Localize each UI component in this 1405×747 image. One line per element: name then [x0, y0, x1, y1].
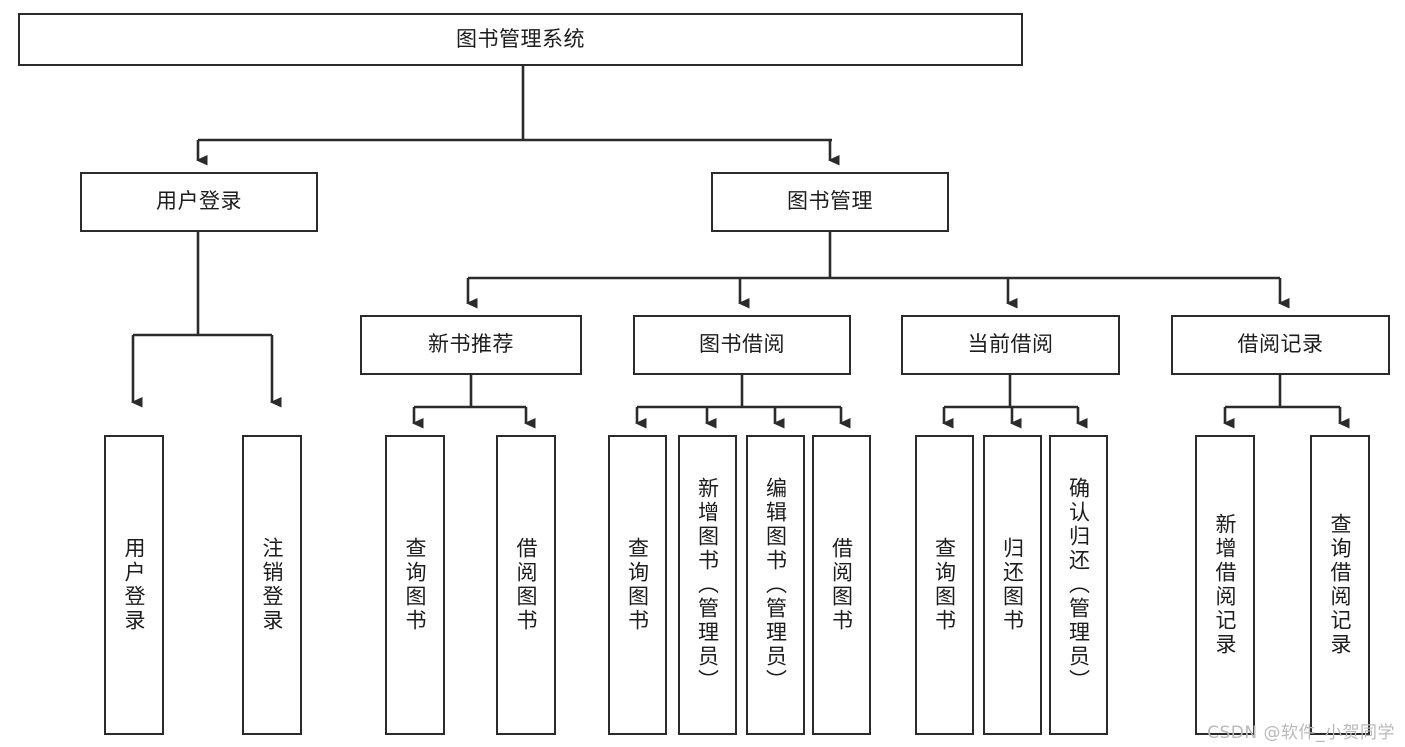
leaf-label: 查询图书 — [625, 537, 650, 633]
leaf-record-query[interactable]: 查询借阅记录 — [1310, 435, 1370, 735]
leaf-borrow-edit-book-admin[interactable]: 编辑图书（管理员） — [746, 435, 805, 735]
node-root-label: 图书管理系统 — [456, 26, 585, 51]
leaf-label: 查询图书 — [403, 537, 427, 633]
node-user-login-label: 用户登录 — [156, 189, 242, 214]
node-borrow-record[interactable]: 借阅记录 — [1171, 315, 1390, 375]
leaf-label: 查询借阅记录 — [1328, 513, 1352, 657]
leaf-record-add[interactable]: 新增借阅记录 — [1195, 435, 1255, 735]
leaf-label: 查询图书 — [932, 537, 957, 633]
leaf-borrow-query-book[interactable]: 查询图书 — [608, 435, 667, 735]
leaf-borrow-borrow-book[interactable]: 借阅图书 — [812, 435, 871, 735]
leaf-new-book-borrow[interactable]: 借阅图书 — [496, 435, 556, 735]
leaf-label: 归还图书 — [1000, 537, 1025, 633]
node-current-borrow-label: 当前借阅 — [967, 332, 1054, 357]
node-borrow-record-label: 借阅记录 — [1237, 332, 1324, 357]
leaf-borrow-add-book-admin[interactable]: 新增图书（管理员） — [678, 435, 737, 735]
leaf-current-confirm-return-admin[interactable]: 确认归还（管理员） — [1049, 435, 1108, 735]
node-current-borrow[interactable]: 当前借阅 — [901, 315, 1120, 375]
csdn-watermark: CSDN @软件_小贺同学 — [1207, 723, 1395, 743]
node-book-management-label: 图书管理 — [787, 189, 873, 214]
leaf-label: 注销登录 — [260, 537, 284, 633]
leaf-label: 确认归还（管理员） — [1066, 477, 1091, 693]
node-new-book-recommend-label: 新书推荐 — [428, 332, 514, 357]
leaf-current-return-book[interactable]: 归还图书 — [983, 435, 1042, 735]
leaf-label: 新增借阅记录 — [1213, 513, 1237, 657]
node-book-management[interactable]: 图书管理 — [711, 172, 949, 232]
leaf-user-login-login[interactable]: 用户登录 — [104, 435, 164, 735]
leaf-new-book-query[interactable]: 查询图书 — [385, 435, 445, 735]
node-book-borrow[interactable]: 图书借阅 — [633, 315, 851, 375]
node-user-login[interactable]: 用户登录 — [80, 172, 318, 232]
leaf-label: 新增图书（管理员） — [695, 477, 720, 693]
leaf-label: 用户登录 — [122, 537, 146, 633]
leaf-label: 借阅图书 — [829, 537, 854, 633]
leaf-label: 编辑图书（管理员） — [763, 477, 788, 693]
leaf-current-query-book[interactable]: 查询图书 — [915, 435, 974, 735]
node-root[interactable]: 图书管理系统 — [18, 13, 1023, 66]
leaf-label: 借阅图书 — [514, 537, 538, 633]
node-new-book-recommend[interactable]: 新书推荐 — [360, 315, 582, 375]
leaf-user-login-logout[interactable]: 注销登录 — [242, 435, 302, 735]
node-book-borrow-label: 图书借阅 — [699, 332, 785, 357]
